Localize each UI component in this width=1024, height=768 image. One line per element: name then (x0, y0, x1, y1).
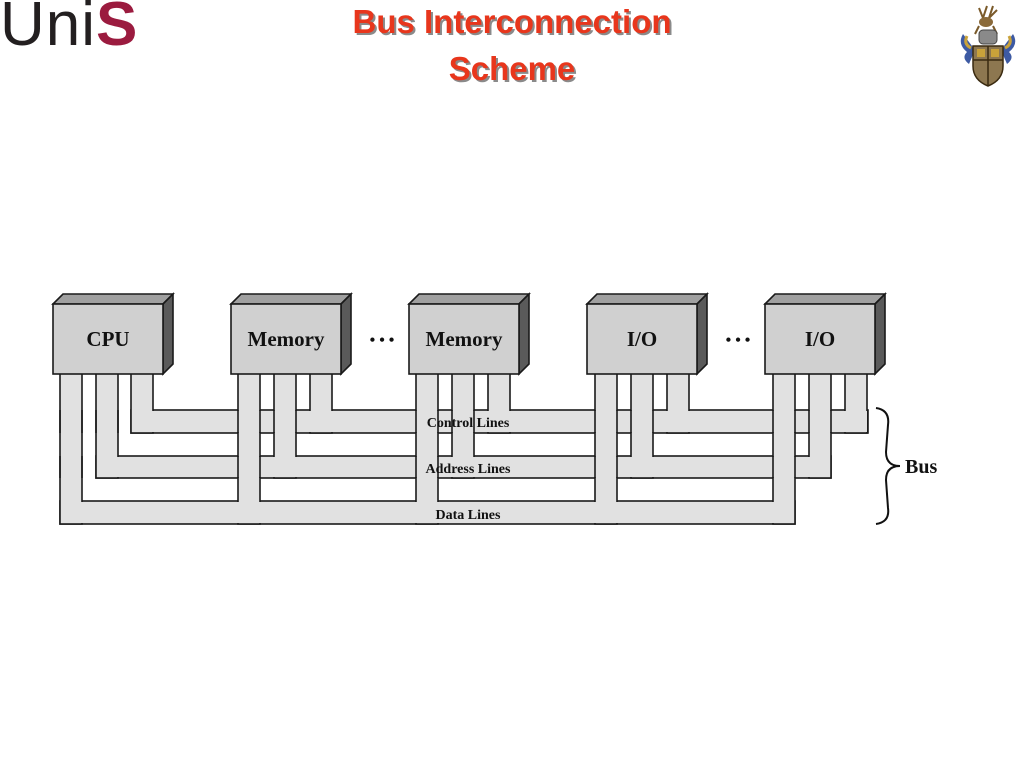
module-io-1-label: I/O (627, 327, 657, 351)
slide-title-line-2: Scheme (448, 50, 576, 87)
bus-connector (59, 371, 83, 525)
ellipsis-2: • • • (726, 332, 751, 349)
module-cpu-label: CPU (86, 327, 129, 351)
address-lines-label: Address Lines (426, 462, 511, 477)
module-memory-1: Memory (229, 292, 353, 376)
slide-title: Bus Interconnection Scheme (262, 0, 762, 92)
module-cpu: CPU (51, 292, 175, 376)
bus-brace (875, 407, 901, 525)
ellipsis-1: • • • (370, 332, 395, 349)
university-coat-of-arms-icon (960, 5, 1016, 87)
data-lines-fill (61, 502, 794, 523)
bus-connector (237, 371, 261, 525)
module-io-1: I/O (585, 292, 709, 376)
address-lines-fill (97, 457, 830, 477)
control-lines-label: Control Lines (427, 416, 510, 431)
bus-connector (415, 371, 439, 525)
data-lines-label: Data Lines (436, 508, 502, 523)
control-lines-fill (132, 411, 867, 432)
bus-connector (594, 371, 618, 525)
slide-title-line-1: Bus Interconnection (352, 3, 672, 40)
module-memory-2: Memory (407, 292, 531, 376)
module-memory-1-label: Memory (248, 327, 325, 351)
module-io-2: I/O (763, 292, 887, 376)
bus-label: Bus (905, 456, 937, 478)
module-memory-2-label: Memory (426, 327, 503, 351)
bus-connector (772, 371, 796, 525)
unis-logo: UniS (0, 0, 139, 59)
module-io-2-label: I/O (805, 327, 835, 351)
